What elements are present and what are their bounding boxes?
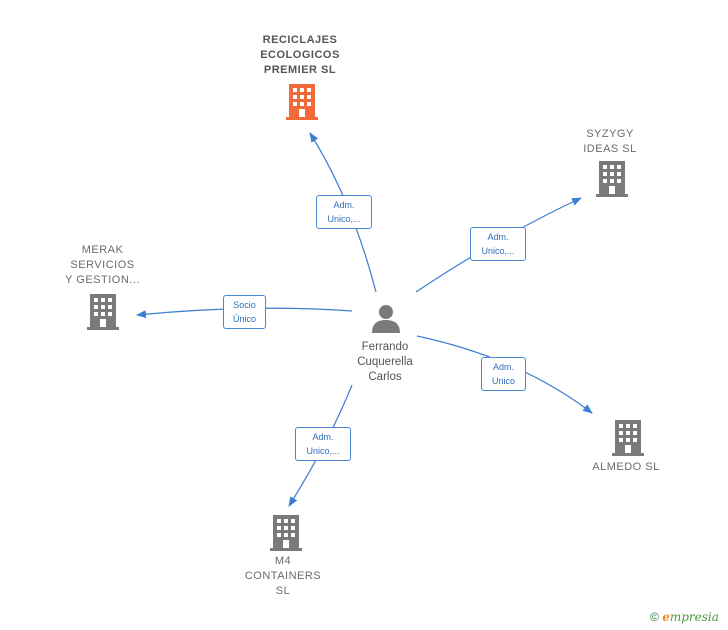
relation-label-reciclajes[interactable]: Adm. Unico,...	[316, 195, 372, 229]
brand-initial: e	[662, 610, 670, 624]
company-name-syzygy[interactable]: SYZYGY IDEAS SL	[583, 128, 637, 155]
relation-label-merak[interactable]: Socio Único	[223, 295, 266, 329]
relation-label-m4[interactable]: Adm. Unico,...	[295, 427, 351, 461]
building-icon[interactable]	[286, 84, 318, 120]
relation-label-almedo[interactable]: Adm. Unico	[481, 357, 526, 391]
person-name[interactable]: Ferrando Cuquerella Carlos	[357, 341, 413, 383]
building-icon[interactable]	[87, 294, 119, 330]
building-icon[interactable]	[270, 515, 302, 551]
company-name-merak[interactable]: MERAK SERVICIOS Y GESTION...	[65, 244, 140, 286]
company-name-m4[interactable]: M4 CONTAINERS SL	[244, 555, 322, 597]
person-icon[interactable]	[371, 303, 401, 333]
brand-name: mpresia	[669, 610, 719, 624]
copyright-icon: ©	[650, 610, 659, 624]
company-name-reciclajes[interactable]: RECICLAJES ECOLOGICOS PREMIER SL	[260, 34, 340, 76]
building-icon[interactable]	[612, 420, 644, 456]
relation-label-syzygy[interactable]: Adm. Unico,...	[470, 227, 526, 261]
company-name-almedo[interactable]: ALMEDO SL	[592, 461, 660, 473]
brand-credit[interactable]: © empresia	[650, 610, 719, 624]
building-icon[interactable]	[596, 161, 628, 197]
